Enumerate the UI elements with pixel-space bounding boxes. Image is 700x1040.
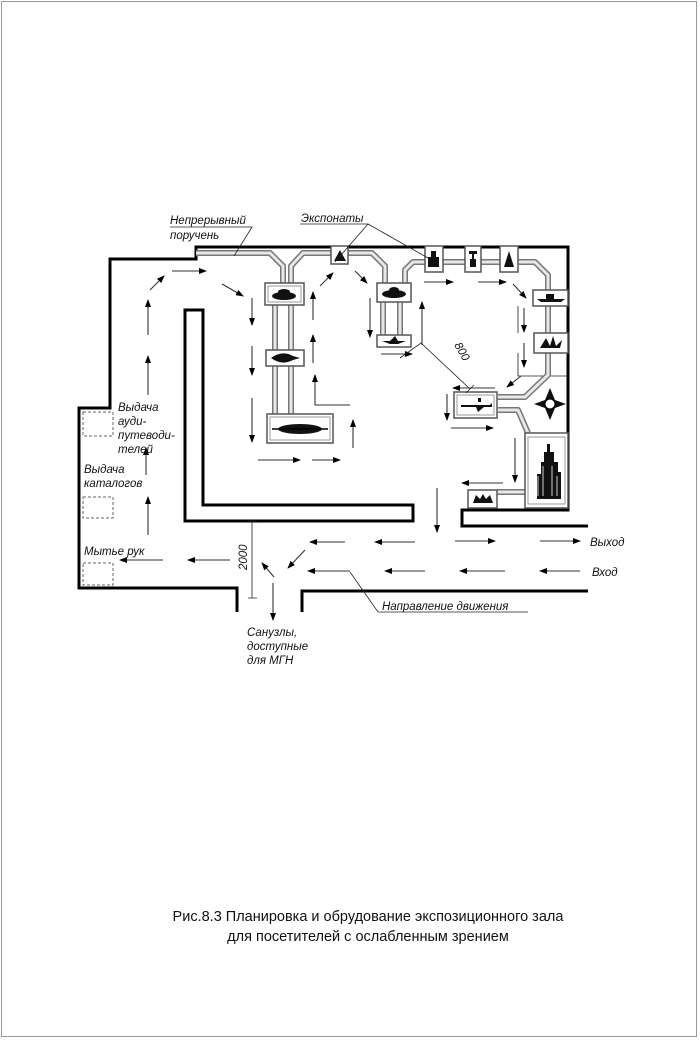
outer-wall xyxy=(77,245,588,612)
exhibit-small-top xyxy=(330,245,349,265)
audio-guide-label-4: телей xyxy=(118,444,153,456)
figure-caption-line-2: для посетителей с ослабленным зрением xyxy=(227,929,509,945)
exhibit-figure-3 xyxy=(499,245,519,273)
exhibit-boat xyxy=(266,413,334,444)
exhibit-crab xyxy=(467,489,498,509)
toilets-label-2: доступные xyxy=(247,641,308,653)
catalog-label-1: Выдача xyxy=(84,464,124,476)
inner-partition xyxy=(183,308,415,523)
audio-guide-label-3: путеводи- xyxy=(118,430,175,442)
exhibit-plane xyxy=(453,391,498,419)
alcove-lines xyxy=(517,306,568,434)
exhibit-fish xyxy=(265,349,305,367)
dimension-2000-label: 2000 xyxy=(238,544,250,571)
figure-caption-line-1: Рис.8.3 Планировка и обрудование экспози… xyxy=(173,909,565,925)
exhibit-ornament xyxy=(534,388,566,420)
exhibits-leader xyxy=(300,223,429,263)
catalog-label-2: каталогов xyxy=(84,478,142,490)
direction-label: Направление движения xyxy=(382,601,508,613)
entrance-label: Вход xyxy=(592,567,618,579)
audio-guide-desk xyxy=(82,411,114,437)
toilets-label-3: для МГН xyxy=(247,655,294,667)
handwash-label: Мытье рук xyxy=(84,546,145,558)
direction-arrows xyxy=(119,268,581,621)
corridor-wall xyxy=(300,589,588,612)
dimension-800-label: 800 xyxy=(451,341,471,364)
exhibit-ship xyxy=(532,289,569,307)
exhibit-building xyxy=(524,432,569,509)
toilets-label-1: Санузлы, xyxy=(247,627,297,639)
continuous-handrail xyxy=(196,250,551,495)
exhibits-label: Экспонаты xyxy=(301,213,364,225)
handrail-label-2: поручень xyxy=(170,230,219,242)
exhibit-figure-1 xyxy=(424,245,444,273)
exhibits xyxy=(264,245,569,509)
exhibit-bird xyxy=(376,334,412,348)
handrail-leader xyxy=(170,226,253,257)
exhibit-bowl xyxy=(264,282,305,306)
handrail-label-1: Непрерывный xyxy=(170,215,246,227)
exit-label: Выход xyxy=(590,537,625,549)
exhibit-plant xyxy=(533,332,569,354)
exhibit-figure-2 xyxy=(464,245,482,273)
exhibit-saucer xyxy=(376,282,412,303)
audio-guide-label-1: Выдача xyxy=(118,402,158,414)
catalog-desk xyxy=(82,496,114,519)
direction-leader xyxy=(349,571,528,613)
dimension-800: 800 xyxy=(399,341,475,394)
handwash-station xyxy=(82,562,114,586)
audio-guide-label-2: ауди- xyxy=(118,416,147,428)
dimension-2000: 2000 xyxy=(238,520,257,599)
